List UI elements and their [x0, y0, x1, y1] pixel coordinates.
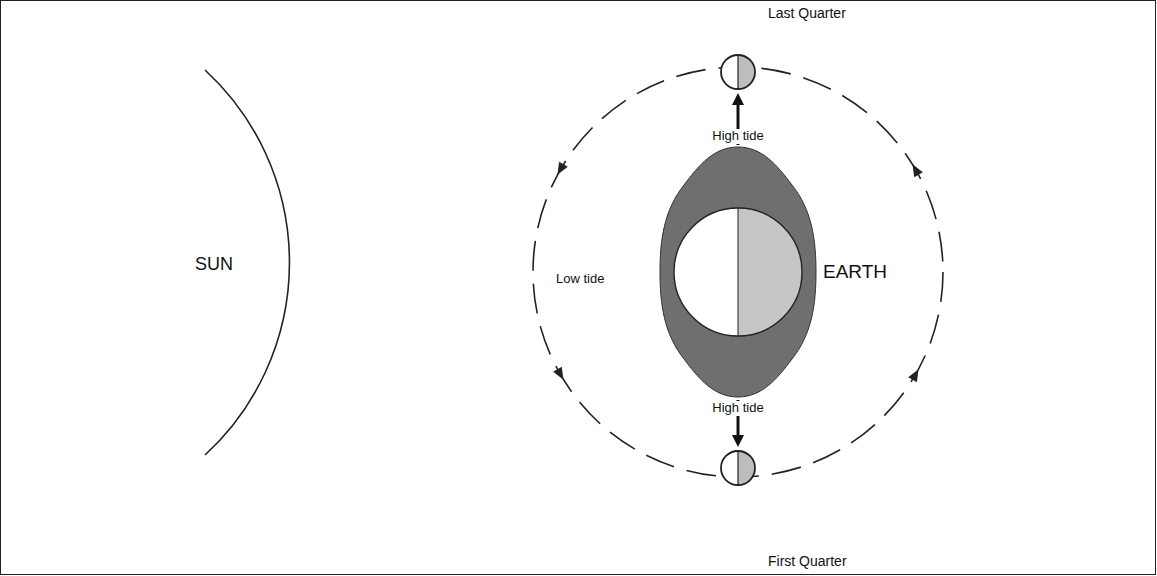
edge-label: High tide [710, 129, 765, 144]
terminator [737, 55, 738, 89]
moon-dark-half [738, 451, 755, 485]
node-label: Last Quarter [768, 5, 846, 21]
earth-circle: EARTH [652, 145, 824, 400]
node-label: First Quarter [768, 553, 847, 569]
node-outline [0, 60, 300, 480]
node-outline [652, 145, 824, 400]
moon-circle: First Quarter [719, 449, 757, 487]
tide-label: Low tide [556, 272, 604, 287]
earth-day-side [674, 208, 802, 336]
node-outline [719, 449, 757, 487]
moon-lit-half [721, 451, 755, 485]
orbit-arrowhead [908, 369, 918, 382]
moon-outline [721, 451, 755, 485]
terminator [737, 451, 738, 485]
node-outline [719, 53, 757, 91]
moon-circle: Last Quarter [719, 53, 757, 91]
moon-lit-half [721, 55, 755, 89]
sun-arc: SUN [0, 60, 300, 480]
arrowhead [732, 435, 744, 447]
node-label: EARTH [823, 261, 887, 283]
orbit-circle [533, 67, 943, 477]
edge-label: High tide [710, 401, 765, 416]
moon-dark-half [738, 55, 755, 89]
terminator [738, 208, 739, 336]
orbit-arrowhead [913, 164, 923, 177]
node-label: SUN [195, 254, 233, 275]
moon-outline [721, 55, 755, 89]
earth-night-side [738, 208, 802, 336]
orbit-arrowhead [557, 162, 567, 175]
tidal-bulge [660, 147, 816, 397]
earth-outline [674, 208, 802, 336]
arrowhead [732, 93, 744, 105]
orbit-arrowhead [553, 367, 563, 380]
